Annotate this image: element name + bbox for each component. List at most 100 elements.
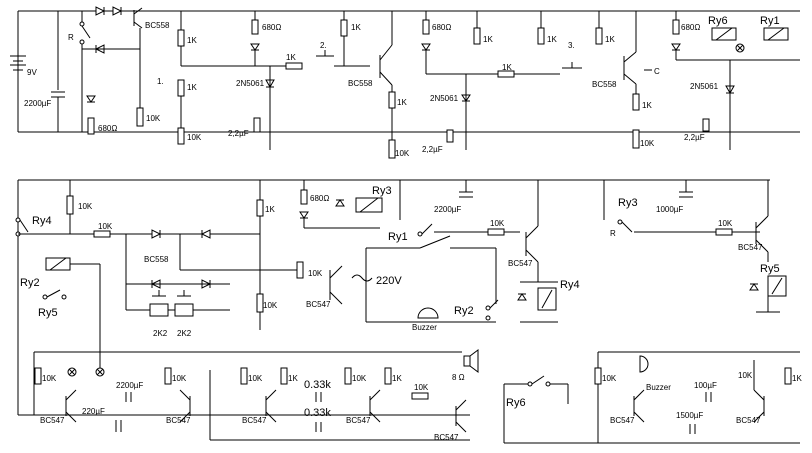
- cap-2200-label: 2200µF: [24, 99, 51, 108]
- scr-c-label: 2N5061: [690, 82, 719, 91]
- r680-c-label: 680Ω: [432, 23, 451, 32]
- r10k-n-label: 10K: [352, 374, 367, 383]
- ry6-bottom-label: Ry6: [506, 397, 526, 409]
- battery: 9V: [10, 11, 37, 132]
- r1k-c-label: 1K: [286, 53, 296, 62]
- bc547-d-label: BC547: [40, 416, 65, 425]
- ry5-left-label: Ry5: [38, 307, 58, 319]
- r1k-j-label: 1K: [642, 101, 652, 110]
- bc547-b-label: BC547: [508, 259, 533, 268]
- scr-b-label: 2N5061: [430, 94, 459, 103]
- top-right-relays: 680Ω Ry6 Ry1 2N5061 2,2µF: [671, 11, 800, 150]
- r10k-m-label: 10K: [248, 374, 263, 383]
- diode-bridge: BC558: [125, 229, 300, 310]
- bc558-c-label: BC558: [592, 80, 617, 89]
- bc547-h-label: BC547: [434, 433, 459, 442]
- switch-c-label: C: [654, 67, 660, 76]
- cap22-b-label: 2,2µF: [422, 145, 443, 154]
- r1k-k-label: 1K: [265, 205, 275, 214]
- ry5-right-label: Ry5: [760, 263, 780, 275]
- r10k-r-label: 10K: [738, 371, 753, 380]
- r10k-l-label: 10K: [172, 374, 187, 383]
- ry3-ry5-right: Ry3 R 1000µF 10K BC547 Ry5: [603, 180, 787, 313]
- r1k-b-label: 1K: [187, 83, 197, 92]
- r10k-i-label: 10K: [490, 219, 505, 228]
- cap-2200-mid-label: 2200µF: [434, 205, 461, 214]
- r1k-l-label: 1K: [288, 374, 298, 383]
- switch-r-right-label: R: [610, 229, 616, 238]
- r680-e-label: 680Ω: [310, 194, 329, 203]
- bc558-mid-label: BC558: [144, 255, 169, 264]
- bc547-i-label: BC547: [610, 416, 635, 425]
- bottom-rail: [18, 351, 470, 416]
- r1k-n-label: 1K: [792, 374, 802, 383]
- r10k-p-label: 10K: [602, 374, 617, 383]
- bc547-f-label: BC547: [242, 416, 267, 425]
- cap22-a-label: 2,2µF: [228, 129, 249, 138]
- reset-switch-label: R: [68, 33, 74, 42]
- r10k-e-label: 10K: [78, 202, 93, 211]
- battery-voltage-label: 9V: [27, 68, 37, 77]
- r1k-g-label: 1K: [502, 63, 512, 72]
- bc547-j-label: BC547: [736, 416, 761, 425]
- cap-033-a-label: 0.33k: [304, 379, 331, 391]
- astable-3: 10K Buzzer 100µF 1500µF BC547 10K 1K BC5…: [594, 351, 802, 443]
- ry4-left-label: Ry4: [32, 215, 52, 227]
- bc547-c-label: BC547: [738, 243, 763, 252]
- bc558-a-label: BC558: [145, 21, 170, 30]
- r10k-c-label: 10K: [395, 149, 410, 158]
- r680-d-label: 680Ω: [681, 23, 700, 32]
- ry2-left-label: Ry2: [20, 277, 40, 289]
- ry4-mid-label: Ry4: [560, 279, 580, 291]
- ry6-bottom: Ry6: [503, 375, 800, 444]
- cap-220-osc-label: 220µF: [82, 407, 105, 416]
- cap-2200-osc-label: 2200µF: [116, 381, 143, 390]
- c-switch-block: C 1K 10K: [623, 11, 660, 149]
- r10k-d-label: 10K: [640, 139, 655, 148]
- cap-2200-left: 2200µF: [24, 11, 65, 132]
- switch-1-label: 1.: [157, 77, 164, 86]
- buzzer-right-label: Buzzer: [646, 383, 671, 392]
- r10k-f-label: 10K: [98, 222, 113, 231]
- cap22-c-label: 2,2µF: [684, 133, 705, 142]
- r680-a-label: 680Ω: [98, 124, 117, 133]
- r10k-a-label: 10K: [146, 114, 161, 123]
- r1k-f-label: 1K: [483, 35, 493, 44]
- bc547-g-label: BC547: [346, 416, 371, 425]
- r1k-d-label: 1K: [351, 23, 361, 32]
- r680-b-label: 680Ω: [262, 23, 281, 32]
- mains-buzzer: 220V Buzzer Ry2: [351, 235, 499, 332]
- mid-resistors: 1K 10K 10K BC547: [256, 180, 343, 330]
- top-diodes: [82, 6, 140, 54]
- bc558-b-label: BC558: [348, 79, 373, 88]
- scr-block-2: 680Ω 1K 2N5061 2,2µF 1K 1K 3. 1K BC558: [421, 11, 617, 154]
- r2k2-a-label: 2K2: [153, 329, 168, 338]
- cap-1500-label: 1500µF: [676, 411, 703, 420]
- astable-1: 10K 10K 2200µF 220µF BC547 BC547: [34, 367, 191, 432]
- ry3-mid-label: Ry3: [372, 185, 392, 197]
- r1k-m-label: 1K: [392, 374, 402, 383]
- bc547-e-label: BC547: [166, 416, 191, 425]
- r2k2-b-label: 2K2: [177, 329, 192, 338]
- ry3-mid: 680Ω Ry3: [299, 180, 392, 229]
- led-left: 680Ω: [86, 95, 117, 135]
- cap-100-label: 100µF: [694, 381, 717, 390]
- r1k-e-label: 1K: [397, 98, 407, 107]
- r10k-o-label: 10K: [414, 383, 429, 392]
- ry1-top-label: Ry1: [760, 15, 780, 27]
- scr-a-label: 2N5061: [236, 79, 265, 88]
- r10k-k-label: 10K: [42, 374, 57, 383]
- ry2-ry5-left: Ry2 Ry5: [20, 257, 101, 370]
- r1k-i-label: 1K: [605, 35, 615, 44]
- r1k-a-label: 1K: [187, 36, 197, 45]
- speaker-label: 8 Ω: [452, 373, 465, 382]
- ry6-top-label: Ry6: [708, 15, 728, 27]
- switch-2-label: 2.: [320, 41, 327, 50]
- 2k2-switches: 2K2 2K2: [126, 290, 230, 338]
- cap-033-b-label: 0.33k: [304, 407, 331, 419]
- r10k-g-label: 10K: [263, 301, 278, 310]
- ry3-right-label: Ry3: [618, 197, 638, 209]
- bc547-a-label: BC547: [306, 300, 331, 309]
- bc558-second: 1K 10K: [379, 11, 410, 159]
